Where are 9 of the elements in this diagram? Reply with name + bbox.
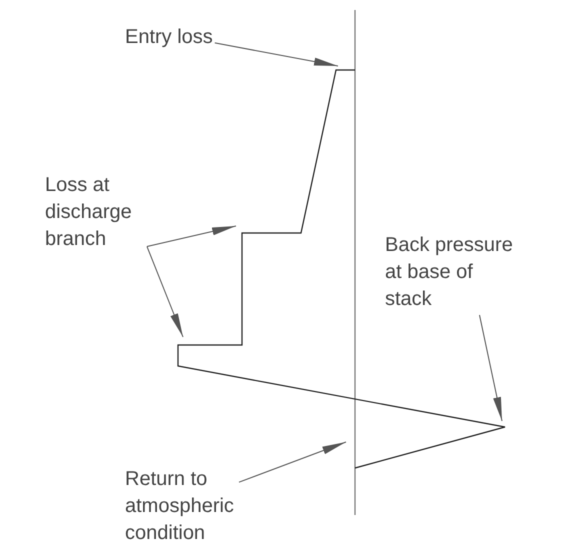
- leader-arrow: [146, 226, 236, 248]
- leader-arrow: [479, 314, 502, 422]
- leader-arrow: [238, 442, 346, 483]
- annotation-label: Back pressure at base of stack: [385, 232, 520, 313]
- annotation-label: Loss at discharge branch: [45, 172, 145, 253]
- leader-arrow: [214, 42, 338, 66]
- leader-arrow: [146, 246, 184, 338]
- annotation-label: Entry loss: [125, 24, 213, 51]
- annotation-label: Return to atmospheric condition: [125, 466, 237, 547]
